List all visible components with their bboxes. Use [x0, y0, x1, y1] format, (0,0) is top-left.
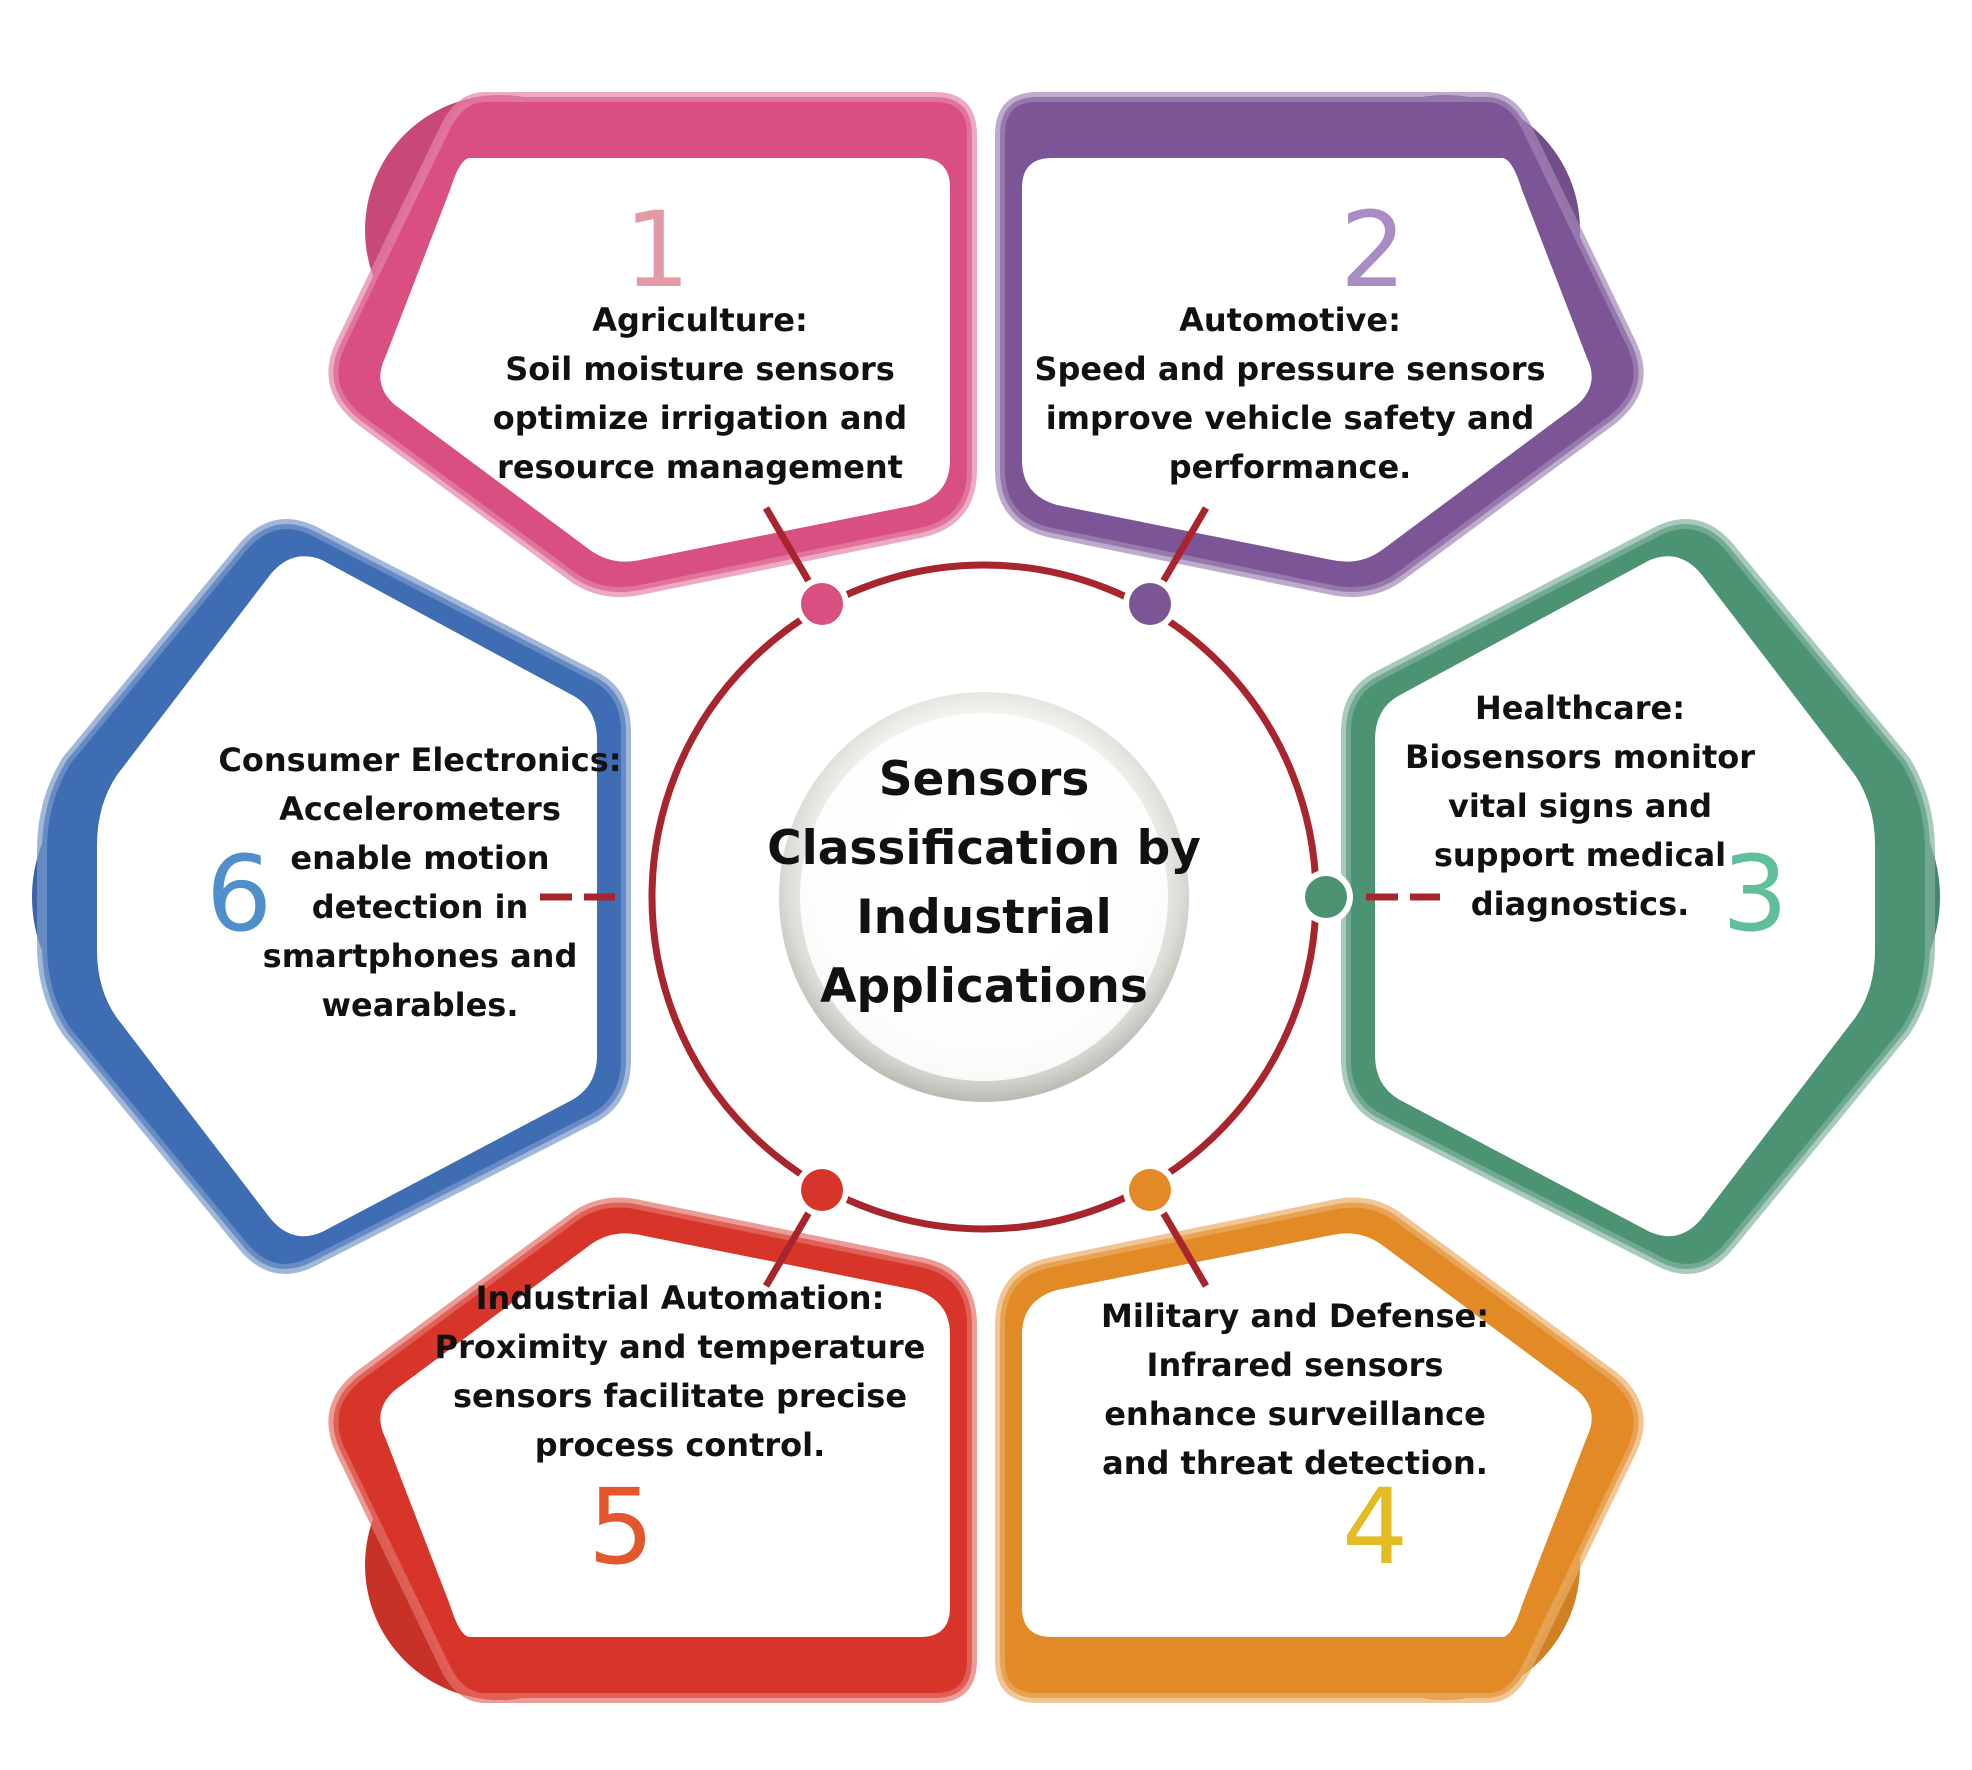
petal-3	[1341, 519, 1940, 1274]
number-badge-3: 3	[1722, 833, 1789, 955]
petal-4	[995, 1197, 1644, 1703]
item-line: process control.	[534, 1426, 826, 1464]
dot-2	[1129, 583, 1171, 625]
item-line: enhance surveillance	[1104, 1395, 1486, 1433]
number-badge-6: 6	[206, 833, 273, 955]
petal-rim	[1341, 519, 1935, 1274]
item-consumer-electronics: Consumer Electronics: Accelerometers ena…	[210, 736, 630, 1030]
item-line: Infrared sensors	[1146, 1346, 1444, 1384]
item-heading: Military and Defense:	[1100, 1297, 1490, 1335]
item-line: Speed and pressure sensors	[1034, 350, 1546, 388]
item-heading: Automotive:	[1179, 301, 1401, 339]
number-badge-2: 2	[1340, 189, 1407, 311]
petal-card	[380, 158, 950, 562]
item-heading: Industrial Automation:	[475, 1279, 885, 1317]
center-title: Sensors Classification by Industrial App…	[734, 745, 1234, 1021]
item-line: and threat detection.	[1102, 1444, 1488, 1482]
item-automotive: Automotive: Speed and pressure sensors i…	[1010, 296, 1570, 492]
number-badge-5: 5	[588, 1466, 655, 1588]
dot-4	[1129, 1169, 1171, 1211]
center-disc-inner	[800, 713, 1168, 1081]
item-line: smartphones and	[262, 937, 578, 975]
dot-1	[801, 583, 843, 625]
petal-5	[328, 1197, 977, 1703]
item-line: diagnostics.	[1470, 885, 1690, 923]
petal-card	[1022, 1233, 1592, 1637]
item-military-defense: Military and Defense: Infrared sensors e…	[1070, 1292, 1520, 1488]
petal-rim	[995, 92, 1644, 598]
dot-5	[801, 1169, 843, 1211]
item-line: Accelerometers	[279, 790, 561, 828]
item-heading: Healthcare:	[1475, 689, 1685, 727]
item-line: performance.	[1168, 448, 1412, 486]
petal-card	[97, 556, 597, 1237]
number-badge-4: 4	[1342, 1466, 1409, 1588]
petal-rim	[995, 1197, 1644, 1703]
item-line: detection in	[311, 888, 529, 926]
petal-card	[380, 1233, 950, 1637]
item-line: sensors facilitate precise	[452, 1377, 908, 1415]
item-heading: Consumer Electronics:	[218, 741, 622, 779]
number-badge-1: 1	[624, 189, 691, 311]
dot-3	[1305, 876, 1347, 918]
item-line: Soil moisture sensors	[505, 350, 895, 388]
item-line: Proximity and temperature	[434, 1328, 926, 1366]
petal-1	[328, 92, 977, 598]
dot-layer	[795, 577, 1353, 1217]
item-line: wearables.	[321, 986, 519, 1024]
center-title-line: Classification by	[767, 821, 1201, 876]
item-line: optimize irrigation and	[492, 399, 908, 437]
petal-rim	[328, 92, 977, 598]
item-line: improve vehicle safety and	[1045, 399, 1535, 437]
center-title-line: Industrial	[856, 890, 1112, 945]
item-line: resource management	[497, 448, 903, 486]
petal-2	[995, 92, 1644, 598]
petal-card	[1375, 556, 1875, 1237]
item-healthcare: Healthcare: Biosensors monitor vital sig…	[1380, 684, 1780, 929]
item-industrial-automation: Industrial Automation: Proximity and tem…	[420, 1274, 940, 1470]
center-title-line: Sensors	[878, 752, 1090, 807]
petal-card	[1022, 158, 1592, 562]
petal-rim	[37, 519, 631, 1274]
petal-6	[32, 519, 631, 1274]
item-line: support medical	[1433, 836, 1727, 874]
center-title-line: Applications	[820, 959, 1148, 1014]
item-line: Biosensors monitor	[1404, 738, 1755, 776]
petal-layer	[32, 92, 1940, 1703]
item-agriculture: Agriculture: Soil moisture sensors optim…	[440, 296, 960, 492]
item-line: enable motion	[290, 839, 550, 877]
petal-rim	[328, 1197, 977, 1703]
item-line: vital signs and	[1448, 787, 1712, 825]
item-heading: Agriculture:	[592, 301, 808, 339]
